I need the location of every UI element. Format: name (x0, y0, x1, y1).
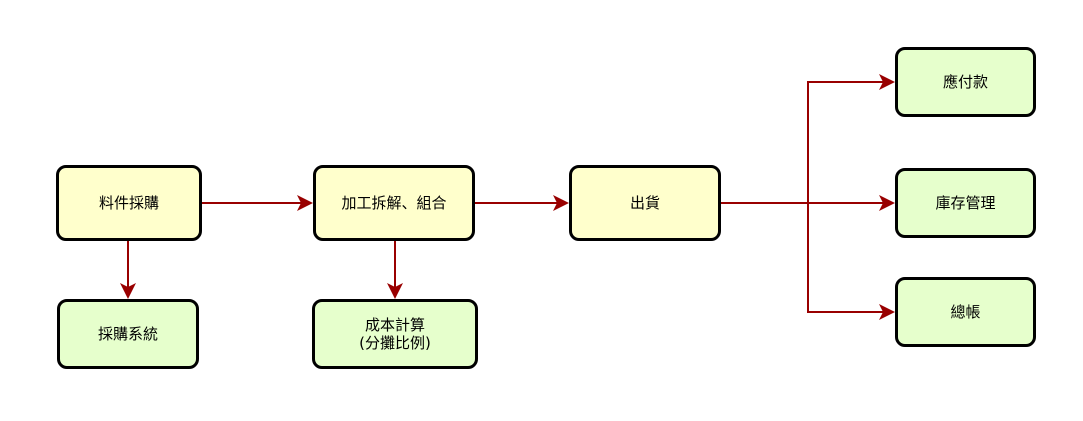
node-processing-label: 加工拆解、組合 (341, 194, 447, 212)
node-processing: 加工拆解、組合 (313, 165, 475, 241)
node-shipping-label: 出貨 (629, 194, 660, 212)
node-material-purchase: 料件採購 (56, 165, 202, 241)
node-cost-calc-line1: 成本計算 (364, 316, 425, 334)
node-cost-calc-line2: (分攤比例) (359, 334, 431, 352)
arrow-shipping-to-payables (721, 74, 895, 204)
node-purchase-system: 採購系統 (57, 299, 199, 369)
node-inventory: 庫存管理 (895, 168, 1036, 238)
arrow-shipping-to-ledger (807, 203, 895, 320)
node-payables: 應付款 (895, 47, 1036, 117)
node-inventory-label: 庫存管理 (935, 194, 996, 212)
node-shipping: 出貨 (569, 165, 721, 241)
node-purchase-system-label: 採購系統 (97, 325, 158, 343)
node-cost-calc: 成本計算 (分攤比例) (312, 299, 478, 369)
node-material-purchase-label: 料件採購 (98, 194, 159, 212)
node-ledger-label: 總帳 (950, 303, 981, 321)
node-payables-label: 應付款 (942, 73, 988, 91)
node-ledger: 總帳 (895, 277, 1036, 347)
